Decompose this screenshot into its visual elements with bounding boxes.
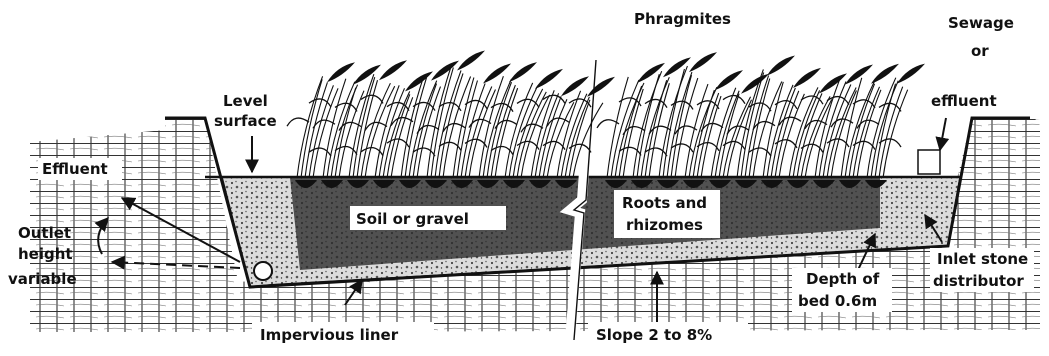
reed-stem [741,72,764,178]
reed-plume [535,69,563,89]
reed-stem [831,91,856,178]
outlet-pipe [254,262,272,280]
slope-label: Slope 2 to 8% [596,326,712,344]
inlet-pipe [918,150,940,174]
reed-stem [313,88,338,178]
reed-plume [793,68,821,88]
reed-stem [623,89,643,178]
depth-label-line1: Depth of [806,270,880,288]
reed-plume [327,62,355,82]
reed-stem [531,90,554,178]
reed-leaf [465,100,487,108]
reed-leaf [417,125,439,133]
reed-plume [897,64,925,84]
outlet-label-line1: Outlet [18,224,71,242]
reed-plume [483,63,511,83]
reed-plume [457,50,485,70]
roots-label-line1: Roots and [622,194,707,212]
reed-plume [741,74,769,94]
reed-stem [645,80,667,178]
outlet-label-line2: height [18,245,73,263]
inlet-stone-label-line2: distributor [933,272,1024,290]
sewage-label-line2: or [971,42,989,60]
reed-stem [779,94,804,178]
soil-gravel-label: Soil or gravel [356,210,469,228]
reed-stem [401,75,424,178]
reed-stem [323,79,346,178]
level-surface-label-line1: Level [223,92,268,110]
roots-label-line2: rhizomes [626,216,703,234]
reed-stem [331,85,358,178]
sewage-label-line1: Sewage [948,14,1014,32]
reed-stem [487,82,512,178]
reed-plume [767,55,795,75]
reed-stem [871,81,898,178]
outlet-label-line3: variable [8,270,77,288]
reed-plume [715,70,743,90]
sewage-label-line3: effluent [931,92,997,110]
depth-label-line2: bed 0.6m [798,292,877,310]
reed-leaf [287,118,309,126]
reed-plume [845,65,873,85]
reed-stem [685,84,708,178]
level-surface-label-line2: surface [214,112,277,130]
reed-plume [689,52,717,72]
reed-stem [883,90,908,178]
reed-stem [375,85,399,178]
effluent-label: Effluent [42,160,108,178]
reed-plume [405,71,433,91]
reed-stem [615,83,644,178]
reed-stem [335,88,356,178]
reed-plume [431,61,459,81]
inlet-stone-label-line1: Inlet stone [937,250,1028,268]
reed-stem [749,78,770,178]
reed-stem [711,88,736,178]
reed-plume [509,62,537,82]
reed-plume [379,60,407,80]
reed-leaf [413,102,435,110]
phragmites-label: Phragmites [634,10,731,28]
reed-stem [557,91,581,178]
reed-stem [431,67,453,178]
reed-stem [305,82,327,178]
reed-stem [805,99,832,178]
phragmites-reeds [287,50,925,188]
impervious-liner-label: Impervious liner [260,326,399,344]
reed-stem [405,78,427,178]
